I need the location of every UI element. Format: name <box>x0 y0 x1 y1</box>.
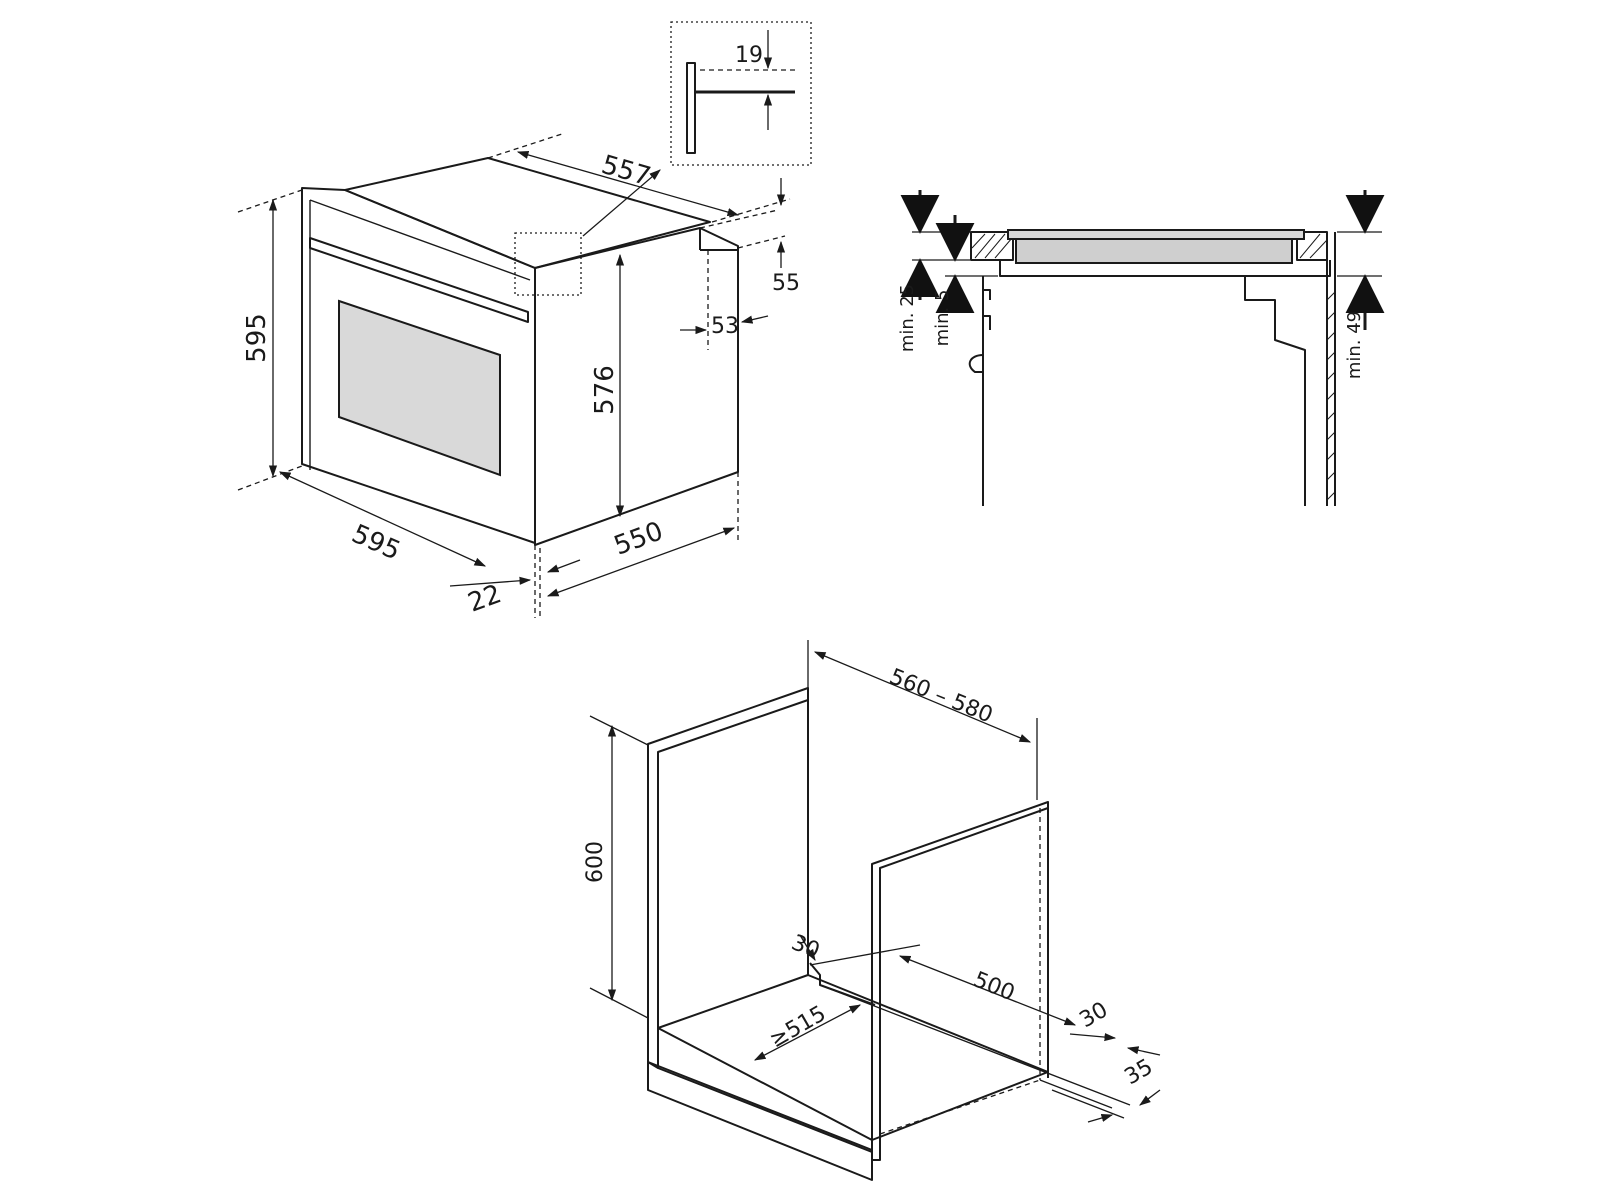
detail-inset-box <box>670 21 812 166</box>
dim-oven-top-step: 55 <box>772 271 800 296</box>
dim-min-49: min. 49 <box>1344 311 1365 379</box>
dim-oven-height: 595 <box>242 313 272 363</box>
oven-drawing: 19 557 595 595 576 550 22 55 <box>237 21 812 619</box>
oven-window <box>338 299 501 477</box>
oven-handle <box>309 237 529 323</box>
hob-section-drawing: min. 25 min. 5 min. 49 <box>897 190 1385 506</box>
cabinet-drawing: 560 – 580 600 500 ≥515 30 30 35 <box>583 640 1161 1181</box>
detail-marker-box <box>514 232 582 296</box>
hob-body <box>1015 238 1293 264</box>
oven-side-body <box>534 227 739 546</box>
dim-oven-width: 595 <box>347 519 405 567</box>
dim-oven-depth-top: 557 <box>598 150 654 193</box>
cabinet-plinth <box>647 1061 873 1181</box>
dim-oven-side-step: 53 <box>711 314 739 339</box>
dim-cabinet-height: 600 <box>583 841 608 883</box>
cabinet-bottom-shelf <box>657 974 1049 1141</box>
dim-cabinet-back-30: 30 <box>788 930 823 964</box>
dim-cabinet-side-35: 35 <box>1121 1055 1158 1091</box>
dim-oven-body-height: 576 <box>590 365 620 415</box>
dim-cabinet-depth-500: 500 <box>970 967 1018 1006</box>
dim-oven-body-depth: 550 <box>610 516 667 561</box>
dim-min-5: min. 5 <box>932 290 953 347</box>
dim-detail-gap: 19 <box>735 43 763 68</box>
dim-cabinet-side-30: 30 <box>1076 998 1113 1034</box>
dim-cabinet-width-range: 560 – 580 <box>886 664 996 728</box>
hob-glass <box>1007 229 1305 240</box>
dim-min-25: min. 25 <box>897 284 918 352</box>
cabinet-left-panel <box>647 687 809 1069</box>
dim-cabinet-depth-min: ≥515 <box>766 1001 831 1053</box>
